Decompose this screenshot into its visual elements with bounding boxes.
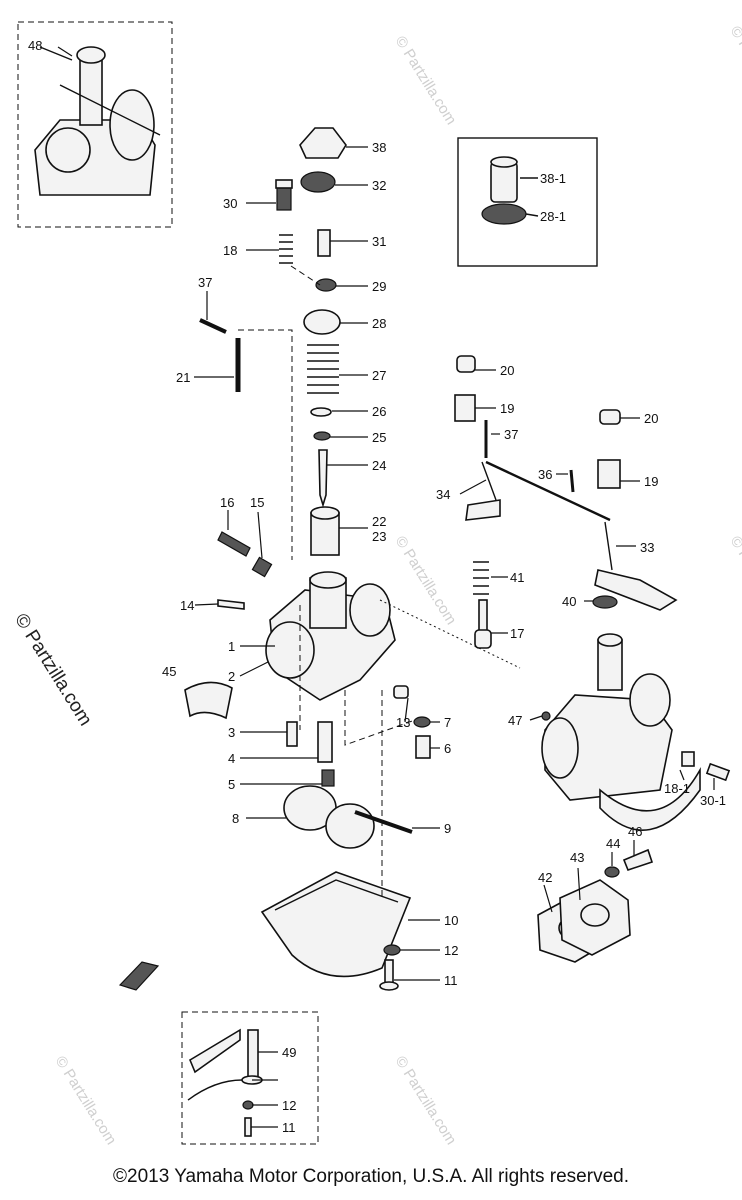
- label-10: 10: [444, 913, 458, 928]
- throttle-linkage-assembly: [454, 355, 678, 649]
- label-19b: 19: [644, 474, 658, 489]
- inset-box-bottom: [181, 1011, 319, 1145]
- label-11: 11: [444, 973, 458, 988]
- label-12b: 12: [282, 1098, 296, 1113]
- main-slide-assembly: [199, 127, 347, 560]
- label-20: 20: [500, 363, 514, 378]
- label-2: 2: [228, 669, 235, 684]
- label-8: 8: [232, 811, 239, 826]
- inset-box-top-right: [457, 137, 598, 267]
- label-5: 5: [228, 777, 235, 792]
- label-6: 6: [444, 741, 451, 756]
- label-18: 18: [223, 243, 237, 258]
- inset-box-top-left: [17, 21, 173, 228]
- label-16: 16: [220, 495, 234, 510]
- label-38: 38: [372, 140, 386, 155]
- label-42: 43: [570, 850, 584, 865]
- label-1: 1: [228, 639, 235, 654]
- label-34: 34: [436, 487, 450, 502]
- label-27: 27: [372, 368, 386, 383]
- watermark-text: © Partzilla.com: [392, 533, 460, 628]
- part-labels: 38 32 30 31 18 29 37 28 21 27 26 25 24 2…: [28, 38, 726, 1135]
- label-32: 32: [372, 178, 386, 193]
- label-25: 25: [372, 430, 386, 445]
- label-4: 4: [228, 751, 235, 766]
- label-26: 26: [372, 404, 386, 419]
- label-9: 9: [444, 821, 451, 836]
- label-39: 40: [562, 594, 576, 609]
- secondary-carburetor-body: [541, 633, 731, 831]
- intake-manifold: [537, 848, 654, 963]
- label-36: 36: [538, 467, 552, 482]
- main-carburetor-body: [118, 531, 521, 991]
- label-12: 12: [444, 943, 458, 958]
- watermark-text: © Partzilla.com: [727, 23, 742, 118]
- label-19: 19: [500, 401, 514, 416]
- label-21: 21: [176, 370, 190, 385]
- label-11b: 11: [282, 1120, 296, 1135]
- label-48: 49: [282, 1045, 296, 1060]
- label-28: 28: [372, 316, 386, 331]
- watermark-text: © Partzilla.com: [392, 33, 460, 128]
- label-43: 44: [606, 836, 620, 851]
- label-30: 30: [223, 196, 237, 211]
- label-20b: 20: [644, 411, 658, 426]
- copyright-notice: ©2013 Yamaha Motor Corporation, U.S.A. A…: [113, 1166, 629, 1187]
- label-28-1: 28-1: [540, 209, 566, 224]
- label-18-1: 18-1: [664, 781, 690, 796]
- label-46: 47: [508, 713, 522, 728]
- label-40: 41: [510, 570, 524, 585]
- label-30-1: 30-1: [700, 793, 726, 808]
- watermark-text: © Partzilla.com: [52, 1053, 120, 1148]
- label-47: 48: [28, 38, 42, 53]
- label-7: 7: [444, 715, 451, 730]
- label-14: 14: [180, 598, 194, 613]
- label-44: 46: [628, 824, 642, 839]
- watermark-text: © Partzilla.com: [727, 533, 742, 628]
- label-15: 15: [250, 495, 264, 510]
- label-37b: 37: [504, 427, 518, 442]
- leader-lines: [57, 46, 715, 1128]
- label-13: 13: [396, 715, 410, 730]
- label-23: 23: [372, 529, 386, 544]
- label-37: 37: [198, 275, 212, 290]
- watermark-text: © Partzilla.com: [392, 1053, 460, 1148]
- label-29: 29: [372, 279, 386, 294]
- label-17: 17: [510, 626, 524, 641]
- label-31: 31: [372, 234, 386, 249]
- label-22: 22: [372, 514, 386, 529]
- label-33: 33: [640, 540, 654, 555]
- label-24: 24: [372, 458, 386, 473]
- label-3: 3: [228, 725, 235, 740]
- label-38-1: 38-1: [540, 171, 566, 186]
- label-41: 42: [538, 870, 552, 885]
- label-45: 45: [162, 664, 176, 679]
